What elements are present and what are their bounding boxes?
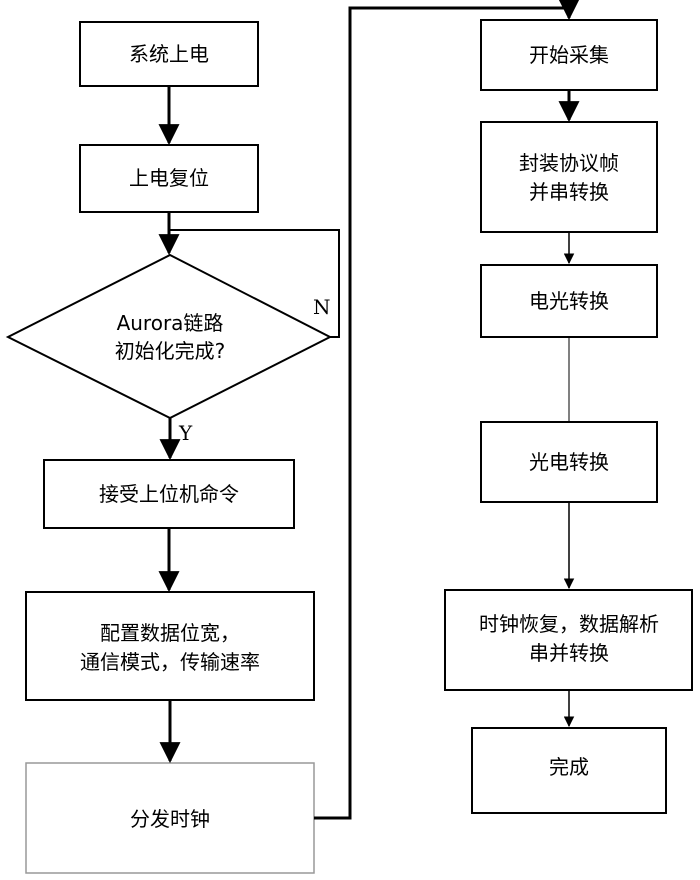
distribute-clock-label: 分发时钟 (130, 807, 210, 831)
power-reset-box (79, 144, 259, 213)
clock-recovery-label-line1: 时钟恢复，数据解析 (479, 612, 659, 636)
start-collect-label: 开始采集 (529, 43, 609, 67)
config-box (25, 591, 315, 701)
encapsulate-label-line2: 并串转换 (529, 180, 609, 204)
clock-recovery-label-line2: 串并转换 (529, 641, 609, 665)
config-label-line2: 通信模式，传输速率 (80, 650, 260, 674)
config-label-line1: 配置数据位宽， (100, 621, 240, 645)
distribute-clock-box (25, 762, 315, 874)
decision-label-line1: Aurora链路 (117, 311, 224, 335)
eo-convert-label: 电光转换 (529, 289, 609, 313)
done-box (471, 727, 667, 814)
oe-convert-box (480, 421, 658, 503)
start-collect-box (480, 19, 658, 91)
power-on-label: 系统上电 (129, 42, 209, 66)
yes-label: Y (178, 421, 193, 445)
done-label: 完成 (549, 755, 589, 779)
eo-convert-box (480, 264, 658, 338)
power-reset-label: 上电复位 (129, 166, 209, 190)
decision-diamond (5, 253, 333, 420)
clock-recovery-box (444, 589, 693, 691)
decision-label-line2: 初始化完成? (115, 339, 226, 363)
encapsulate-label-line1: 封装协议帧 (519, 151, 619, 175)
connector-clock-to-collect (314, 0, 580, 820)
receive-cmd-label: 接受上位机命令 (99, 482, 239, 506)
power-on-box (79, 21, 259, 87)
no-label: N (313, 295, 331, 319)
no-loop-connector (169, 229, 340, 338)
oe-convert-label: 光电转换 (529, 450, 609, 474)
encapsulate-box (480, 121, 658, 233)
